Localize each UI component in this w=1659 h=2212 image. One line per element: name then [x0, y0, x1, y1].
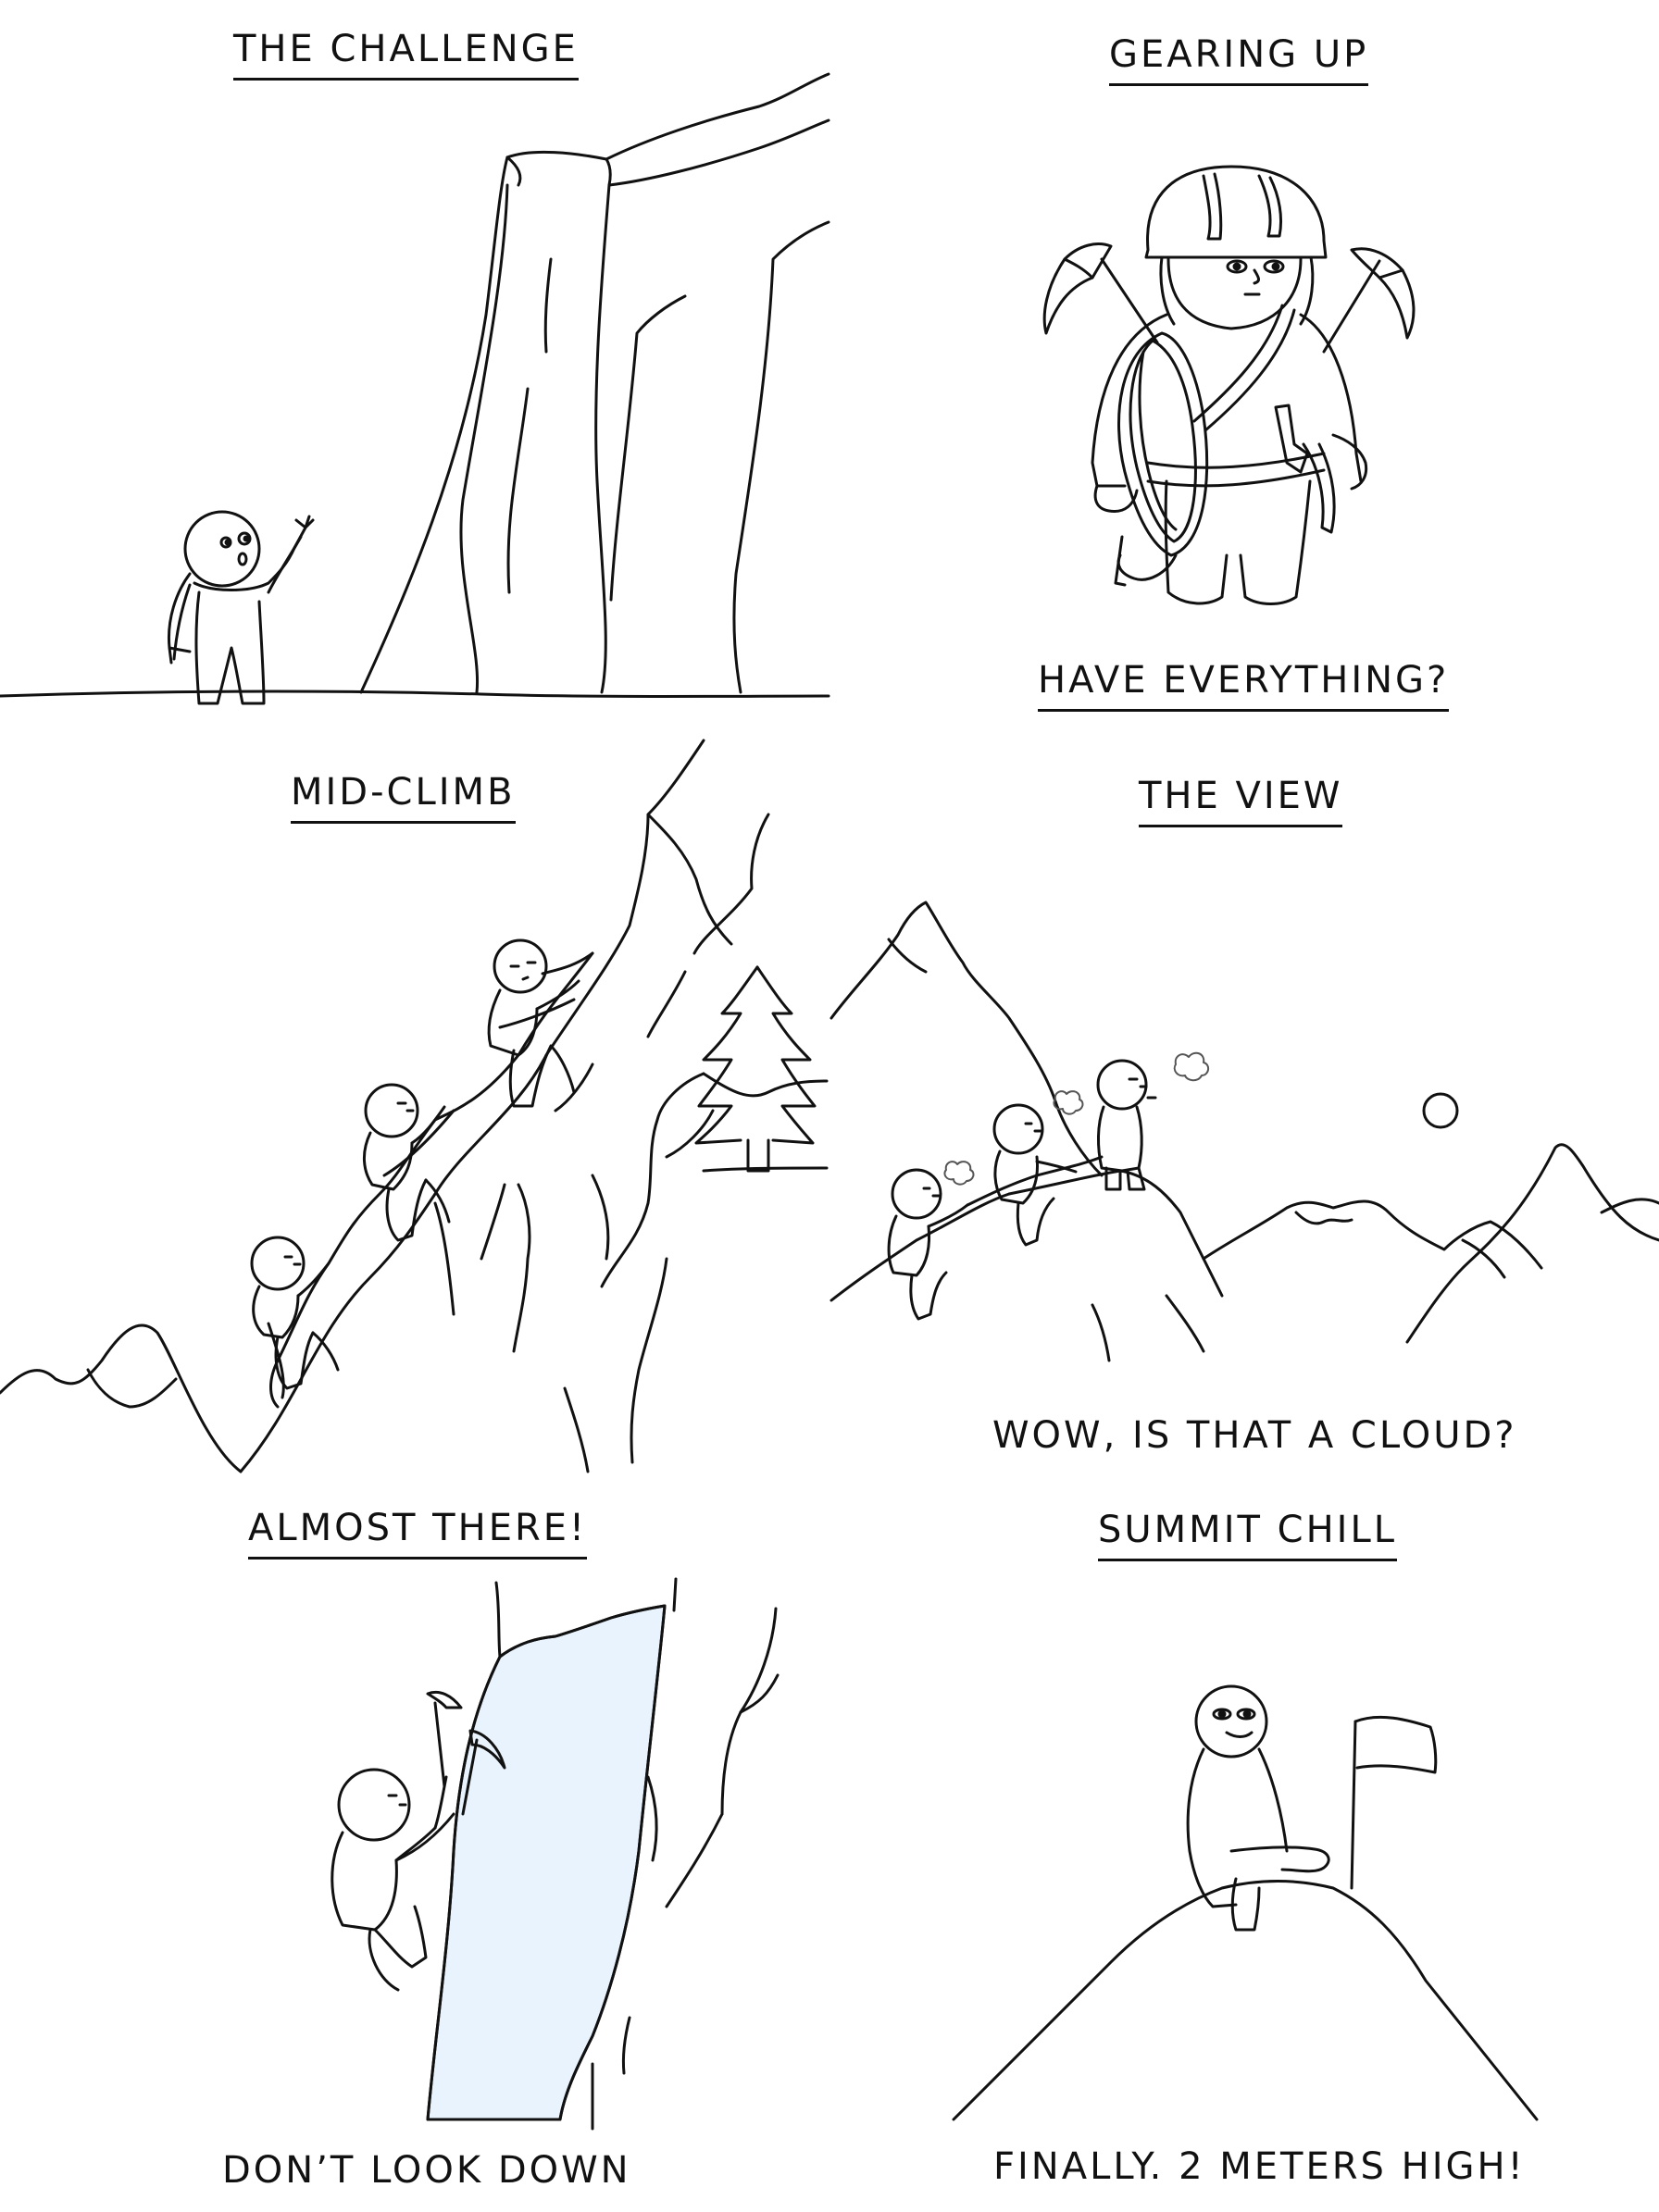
- panel-3-art: [0, 739, 829, 1473]
- ice-axe-handle-1: [433, 1701, 446, 1788]
- ice-climber: [331, 1690, 506, 1992]
- rope-view: [966, 1155, 1104, 1207]
- ice-axe-left: [1063, 242, 1159, 344]
- panel-4-title: THE VIEW: [1139, 775, 1343, 827]
- panel-5-title: ALMOST THERE!: [248, 1507, 588, 1560]
- view-climber-middle: [992, 1090, 1084, 1247]
- ice-axe-head-1: [426, 1690, 463, 1709]
- panel-2-caption: HAVE EVERYTHING?: [1038, 659, 1450, 712]
- panel-1-title: THE CHALLENGE: [233, 28, 579, 81]
- panel-2-art: [1042, 165, 1416, 605]
- moon-or-sun: [1422, 1092, 1459, 1129]
- panel-4-art: [830, 901, 1659, 1362]
- tall-peak: [830, 901, 1104, 1177]
- breath-puff: [1053, 1090, 1084, 1115]
- panel-1-art: [0, 72, 830, 705]
- panel-2-title: GEARING UP: [1109, 33, 1369, 86]
- ice-axe-head-2: [468, 1729, 506, 1770]
- breath-puff: [1173, 1051, 1209, 1082]
- cliff-climb: [239, 739, 705, 1473]
- panel-6-art: [952, 1684, 1539, 2121]
- climber-top: [487, 938, 594, 1108]
- person-pointing: [167, 510, 315, 705]
- panel-6-caption: FINALLY. 2 METERS HIGH!: [993, 2145, 1526, 2188]
- panel-6-title: SUMMIT CHILL: [1098, 1509, 1398, 1561]
- gear-person-face: [1166, 257, 1303, 330]
- pine-tree: [694, 965, 829, 1173]
- small-hill: [952, 1880, 1539, 2121]
- cliff: [359, 72, 830, 694]
- panel-3-title: MID-CLIMB: [291, 771, 516, 824]
- panel-5-art: [331, 1577, 780, 2131]
- rope-coil: [1116, 331, 1209, 557]
- flag: [1353, 1715, 1438, 1774]
- gear-person-body: [1091, 304, 1368, 605]
- ice-axe-handle-2: [461, 1738, 479, 1816]
- ground-line: [0, 690, 830, 698]
- panel-4-caption: WOW, IS THAT A CLOUD?: [992, 1414, 1517, 1457]
- climbing-rope: [269, 951, 594, 1409]
- climber-middle: [363, 1083, 455, 1242]
- view-climber-bottom: [887, 1161, 975, 1321]
- flag-pole: [1350, 1720, 1357, 1890]
- ice-axe-right: [1322, 247, 1404, 354]
- panel-5-caption: DON’T LOOK DOWN: [222, 2149, 631, 2192]
- mountains-back: [0, 1323, 243, 1473]
- ice-pick-holster: [1274, 404, 1309, 474]
- sitting-person: [1186, 1684, 1330, 1932]
- helmet: [1144, 165, 1328, 326]
- ice-wall: [426, 1604, 667, 2121]
- breath-puff: [943, 1161, 975, 1186]
- view-climber-top: [1096, 1051, 1209, 1191]
- climber-bottom: [250, 1236, 340, 1399]
